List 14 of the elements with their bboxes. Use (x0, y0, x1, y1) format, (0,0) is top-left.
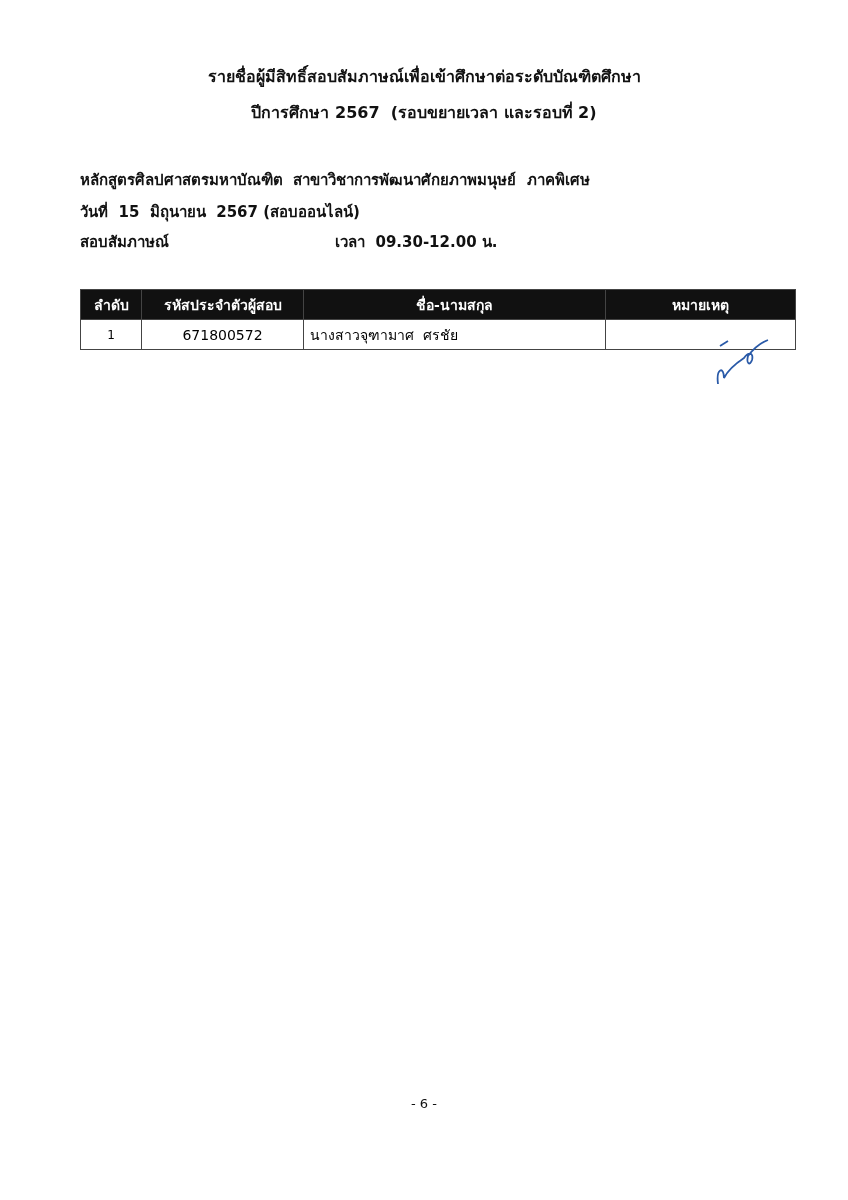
program-heading: หลักสูตรศิลปศาสตรมหาบัณฑิต สาขาวิชาการพัฒนาศักยภาพมนุษย์ ภาคพิเศษ (80, 170, 590, 192)
table-cell: 1 (80, 319, 142, 350)
page-title: รายชื่อผู้มีสิทธิ์สอบสัมภาษณ์เพื่อเข้าศึกษาต่อระดับบัณฑิตศึกษา (206, 64, 642, 89)
column-header: ชื่อ-นามสกุล (303, 289, 606, 320)
subtitle: ปีการศึกษา 2567 (รอบขยายเวลา และรอบที่ 2) (250, 100, 598, 124)
time-text: เวลา 09.30-12.00 น. (335, 232, 498, 253)
date-text: วันที่ 15 มิถุนายน 2567 (สอบออนไลน์) (80, 200, 360, 224)
column-header: รหัสประจำตัวผู้สอบ (141, 289, 304, 320)
page-number: - 6 - (410, 1096, 438, 1111)
table-cell: 671800572 (141, 319, 304, 350)
table-cell: นางสาวจุฑามาศ ศรชัย (303, 319, 606, 350)
column-header: ลำดับ (80, 289, 142, 320)
session-text: สอบสัมภาษณ์ (80, 232, 169, 253)
column-header: หมายเหตุ (605, 289, 796, 320)
